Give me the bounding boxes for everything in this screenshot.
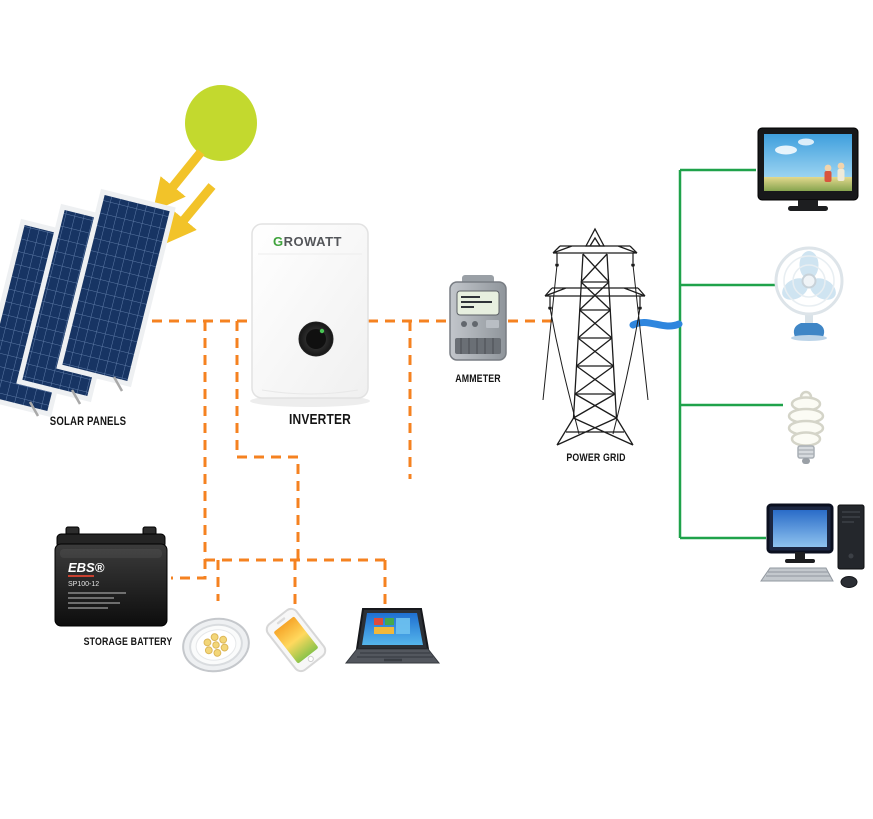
inverter-illustration — [250, 223, 370, 407]
load-distribution-lines — [678, 168, 783, 540]
fan-illustration — [774, 246, 844, 341]
led-downlight-illustration — [182, 617, 250, 673]
pc-mouse — [840, 576, 858, 588]
smartphone-illustration — [265, 607, 327, 673]
sun-ray-arrow — [152, 149, 205, 212]
ammeter-illustration — [449, 275, 507, 361]
inverter-body — [251, 223, 369, 399]
sun-icon — [185, 85, 257, 161]
growatt-logo-rest: ROWATT — [283, 234, 342, 249]
sun-ray-arrow — [163, 183, 216, 245]
storage-battery-illustration: EBS® SP100-12 — [54, 526, 168, 627]
ammeter-label: AMMETER — [455, 373, 501, 385]
desktop-computer-illustration — [760, 503, 865, 588]
tv-illustration — [757, 127, 859, 211]
pc-tower — [837, 504, 865, 570]
storage-battery-label: STORAGE BATTERY — [83, 636, 173, 648]
solar-panel — [56, 188, 176, 388]
battery-brand: EBS® — [68, 560, 105, 575]
grid-link-connector — [629, 318, 683, 330]
downlight-leds — [203, 633, 229, 657]
solar-panels-illustration — [0, 188, 176, 418]
power-grid-label: POWER GRID — [566, 452, 626, 464]
growatt-logo-g: G — [273, 234, 284, 249]
panel-legs — [28, 376, 124, 417]
line-branch-step — [235, 321, 300, 560]
power-grid-illustration — [542, 227, 649, 446]
growatt-logo: GROWATT — [273, 234, 342, 249]
battery-model: SP100-12 — [68, 581, 99, 588]
cfl-bulb-illustration — [787, 390, 825, 464]
sunlight-arrows-icon — [152, 149, 216, 245]
battery-body — [54, 543, 168, 627]
line-branch-battery — [171, 321, 207, 580]
laptop-illustration — [344, 608, 441, 664]
phone-screen — [274, 617, 318, 663]
inverter-led — [319, 328, 325, 334]
solar-panels-label: SOLAR PANELS — [49, 414, 127, 428]
dc-ac-connection-lines — [152, 319, 552, 611]
inverter-label: INVERTER — [289, 411, 351, 428]
pc-keyboard — [760, 567, 834, 582]
